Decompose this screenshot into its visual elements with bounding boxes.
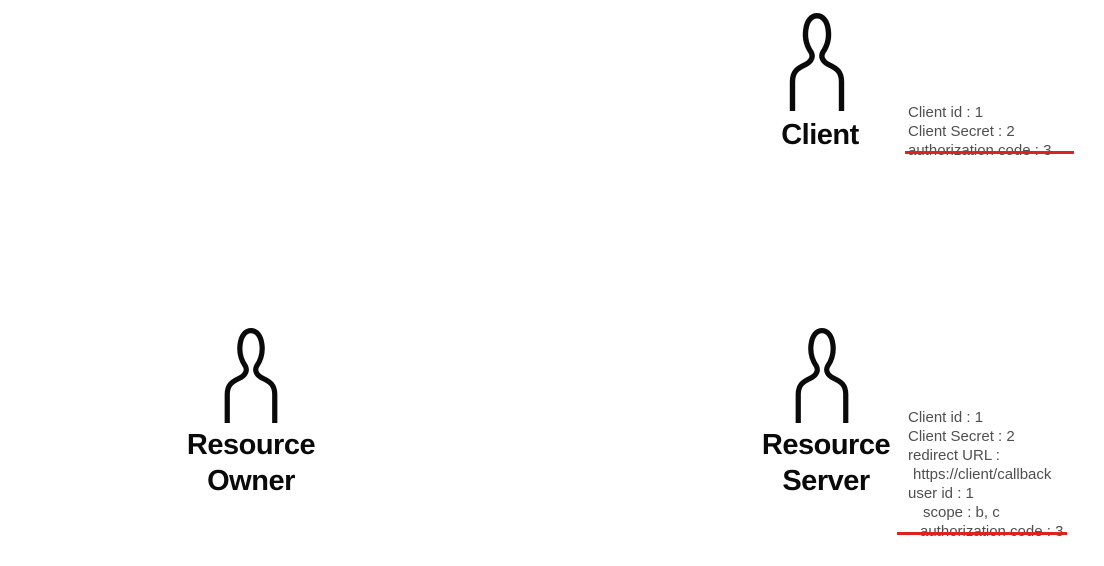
annotation-line: user id : 1 — [908, 485, 974, 502]
strikethrough-line — [905, 151, 1074, 154]
annotation-line-text: authorization code : 3 — [920, 523, 1063, 540]
annotation-line: redirect URL : — [908, 447, 1000, 464]
person-icon — [790, 328, 854, 423]
annotation-line-text: authorization code : 3 — [908, 142, 1051, 159]
annotation-line: Client Secret : 2 — [908, 123, 1015, 140]
annotation-line: https://client/callback — [913, 466, 1052, 483]
person-icon — [785, 13, 849, 111]
actor-label-resource-owner: Resource Owner — [186, 429, 316, 497]
annotation-block-resource-server: Client id : 1 Client Secret : 2 redirect… — [897, 408, 1067, 541]
annotation-line-struck: authorization code : 3 — [897, 522, 1067, 541]
actor-label-resource-server: Resource Server — [761, 429, 891, 497]
annotation-line: Client Secret : 2 — [908, 428, 1015, 445]
annotation-line: scope : b, c — [923, 504, 1000, 521]
annotation-block-client: Client id : 1 Client Secret : 2 authoriz… — [905, 103, 1074, 160]
annotation-line: Client id : 1 — [908, 409, 984, 426]
annotation-line: Client id : 1 — [908, 104, 984, 121]
annotation-line-struck: authorization code : 3 — [905, 141, 1074, 160]
actor-label-client: Client — [781, 119, 859, 151]
person-icon — [219, 328, 283, 423]
strikethrough-line — [897, 532, 1067, 535]
